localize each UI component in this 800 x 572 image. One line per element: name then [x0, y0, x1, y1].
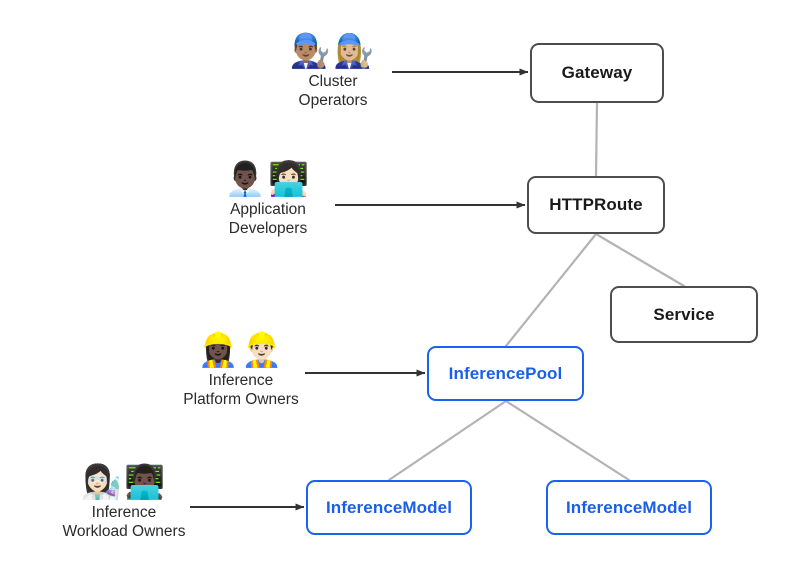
- edge-inferencepool-inferencemodel-1: [387, 399, 508, 482]
- node-inferencemodel1[interactable]: InferenceModel: [306, 480, 472, 535]
- node-gateway[interactable]: Gateway: [530, 43, 664, 103]
- persona-label-line: Platform Owners: [183, 391, 299, 408]
- node-httproute[interactable]: HTTPRoute: [527, 176, 665, 234]
- edge-httproute-inferencepool: [504, 232, 598, 348]
- connector-lines: [387, 101, 686, 482]
- edge-gateway-httproute: [594, 101, 599, 178]
- persona-label-line: Operators: [298, 92, 368, 109]
- node-label: HTTPRoute: [549, 195, 643, 214]
- edge-httproute-service: [594, 232, 686, 288]
- node-label: InferenceModel: [565, 497, 693, 517]
- persona-avatars-icon: 👨🏿‍💼👩🏻‍💻: [224, 159, 312, 198]
- node-inferencemodel2[interactable]: InferenceModel: [546, 480, 712, 535]
- edge-inferencepool-inferencemodel-2: [504, 399, 631, 482]
- node-label: InferenceModel: [325, 497, 453, 517]
- persona-label-line: Inference: [208, 372, 274, 389]
- persona-avatars-icon: 👨🏽‍🔧👩🏼‍🔧: [289, 31, 377, 70]
- node-service[interactable]: Service: [610, 286, 758, 343]
- node-label: Gateway: [561, 63, 633, 82]
- persona-label-line: Workload Owners: [62, 523, 186, 540]
- node-inferencepool[interactable]: InferencePool: [427, 346, 584, 401]
- persona-label-line: Inference: [91, 504, 157, 521]
- persona-arrows: [190, 68, 529, 511]
- node-label: InferencePool: [448, 363, 563, 383]
- persona-avatars-icon: 👷🏿‍♀️👷🏻‍♂️: [197, 330, 285, 369]
- persona-label-line: Application: [230, 201, 306, 218]
- persona-label-line: Developers: [228, 220, 308, 237]
- persona-label-line: Cluster: [308, 73, 358, 90]
- persona-avatars-icon: 👩🏻‍🔬👨🏿‍💻: [80, 462, 168, 501]
- node-label: Service: [653, 304, 715, 324]
